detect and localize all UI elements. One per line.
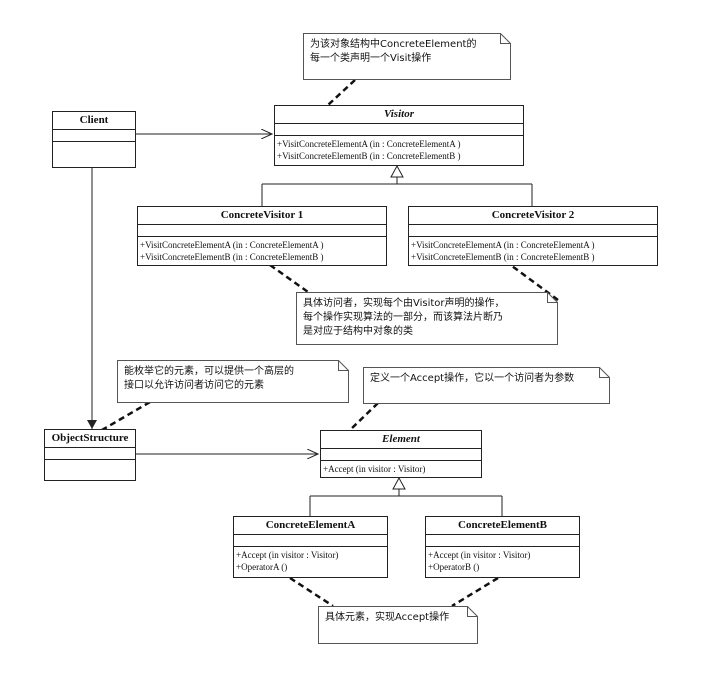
class-object-structure-operations [45, 460, 135, 480]
class-concrete-element-b-operations: +Accept (in visitor : Visitor) +Operator… [426, 547, 579, 577]
class-concrete-element-a-op: +Accept (in visitor : Visitor) [236, 550, 339, 560]
class-concrete-visitor-1-operations: +VisitConcreteElementA (in : ConcreteEle… [138, 237, 386, 265]
class-visitor: Visitor +VisitConcreteElementA (in : Con… [274, 105, 524, 166]
class-concrete-visitor-2-op: +VisitConcreteElementB (in : ConcreteEle… [411, 252, 595, 262]
class-concrete-visitor-1: ConcreteVisitor 1 +VisitConcreteElementA… [137, 206, 387, 266]
note-concrete-element: 具体元素，实现Accept操作 [318, 606, 478, 644]
element-inheritance-triangle [392, 476, 406, 490]
note-concrete-visitor: 具体访问者，实现每个由Visitor声明的操作， 每个操作实现算法的一部分，而该… [296, 292, 558, 345]
note-visitor: 为该对象结构中ConcreteElement的 每一个类声明一个Visit操作 [303, 33, 511, 80]
class-visitor-name: Visitor [275, 106, 523, 124]
class-visitor-attributes [275, 124, 523, 136]
note-object-structure-text: 能枚举它的元素，可以提供一个高层的 接口以允许访问者访问它的元素 [124, 366, 294, 391]
class-concrete-element-b-attributes [426, 535, 579, 547]
note-element-frame [363, 367, 610, 404]
class-client-attributes [53, 130, 135, 142]
class-visitor-operations: +VisitConcreteElementA (in : ConcreteEle… [275, 136, 523, 165]
class-client-name: Client [53, 112, 135, 130]
class-concrete-element-b: ConcreteElementB +Accept (in visitor : V… [425, 516, 580, 578]
class-concrete-visitor-2-operations: +VisitConcreteElementA (in : ConcreteEle… [409, 237, 657, 265]
class-visitor-op: +VisitConcreteElementA (in : ConcreteEle… [277, 139, 461, 149]
class-concrete-element-b-name: ConcreteElementB [426, 517, 579, 535]
note-element: 定义一个Accept操作，它以一个访问者为参数 [363, 367, 610, 404]
note-concrete-element-text: 具体元素，实现Accept操作 [325, 612, 450, 623]
class-concrete-visitor-2-attributes [409, 225, 657, 237]
note-visitor-frame [303, 33, 511, 80]
visitor-inheritance-triangle [390, 164, 404, 178]
class-element-attributes [321, 449, 481, 461]
note-concrete-visitor-text: 具体访问者，实现每个由Visitor声明的操作， 每个操作实现算法的一部分，而该… [303, 298, 505, 337]
concrete-element-note-anchor-right [451, 576, 499, 608]
class-visitor-op: +VisitConcreteElementB (in : ConcreteEle… [277, 151, 461, 161]
class-concrete-element-a-attributes [234, 535, 387, 547]
note-concrete-element-frame [318, 606, 478, 644]
class-element-operations: +Accept (in visitor : Visitor) [321, 461, 481, 477]
class-object-structure-name: ObjectStructure [45, 430, 135, 448]
note-object-structure: 能枚举它的元素，可以提供一个高层的 接口以允许访问者访问它的元素 [117, 360, 349, 403]
note-concrete-visitor-frame [296, 292, 558, 345]
class-client: Client [52, 111, 136, 168]
class-concrete-visitor-1-name: ConcreteVisitor 1 [138, 207, 386, 225]
class-concrete-element-b-op: +OperatorB () [428, 562, 480, 572]
class-concrete-element-b-op: +Accept (in visitor : Visitor) [428, 550, 531, 560]
class-element-op: +Accept (in visitor : Visitor) [323, 464, 426, 474]
class-concrete-element-a-operations: +Accept (in visitor : Visitor) +Operator… [234, 547, 387, 577]
concrete-visitor-note-anchor-left [269, 263, 309, 294]
class-client-operations [53, 142, 135, 167]
class-concrete-visitor-2: ConcreteVisitor 2 +VisitConcreteElementA… [408, 206, 658, 266]
class-concrete-element-a: ConcreteElementA +Accept (in visitor : V… [233, 516, 388, 578]
visitor-note-anchor [327, 79, 356, 106]
class-concrete-visitor-1-attributes [138, 225, 386, 237]
class-concrete-visitor-1-op: +VisitConcreteElementA (in : ConcreteEle… [140, 240, 324, 250]
class-concrete-element-a-name: ConcreteElementA [234, 517, 387, 535]
object-structure-note-anchor [101, 400, 151, 432]
class-element: Element +Accept (in visitor : Visitor) [320, 430, 482, 478]
class-concrete-visitor-2-op: +VisitConcreteElementA (in : ConcreteEle… [411, 240, 595, 250]
class-object-structure: ObjectStructure [44, 429, 136, 481]
concrete-element-note-anchor-left [289, 576, 334, 608]
class-concrete-visitor-2-name: ConcreteVisitor 2 [409, 207, 657, 225]
class-concrete-visitor-1-op: +VisitConcreteElementB (in : ConcreteEle… [140, 252, 324, 262]
note-visitor-text: 为该对象结构中ConcreteElement的 每一个类声明一个Visit操作 [310, 39, 477, 64]
element-note-anchor [349, 402, 379, 431]
note-element-text: 定义一个Accept操作，它以一个访问者为参数 [370, 373, 575, 384]
class-object-structure-attributes [45, 448, 135, 460]
class-element-name: Element [321, 431, 481, 449]
class-concrete-element-a-op: +OperatorA () [236, 562, 288, 572]
note-object-structure-frame [117, 360, 349, 403]
